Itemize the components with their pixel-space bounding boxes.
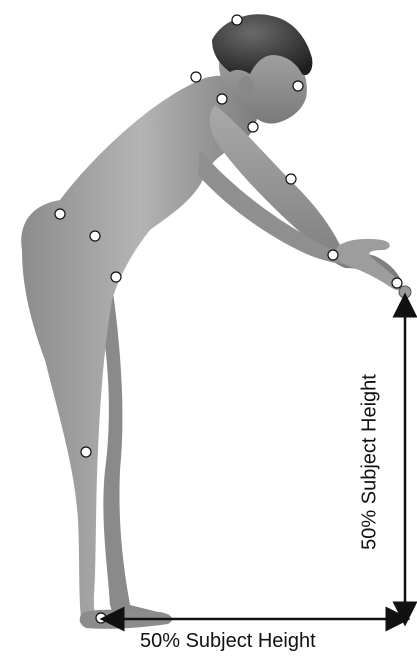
circle-marker-icon [232,15,242,25]
circle-marker-icon [81,447,91,457]
human-figure [21,14,402,629]
circle-marker-icon [392,278,402,288]
circle-marker-icon [96,613,106,623]
circle-marker-icon [217,94,227,104]
target-sphere-icon [399,286,411,298]
circle-marker-icon [293,81,303,91]
ear [239,76,253,96]
torso-and-near-leg [21,76,258,625]
horizontal-measure-label: 50% Subject Height [140,630,410,653]
circle-marker-icon [248,122,258,132]
circle-marker-icon [55,209,65,219]
circle-marker-icon [90,231,100,241]
vertical-measure-label: 50% Subject Height [359,374,382,550]
circle-marker-icon [286,174,296,184]
circle-marker-icon [191,72,201,82]
circle-marker-icon [111,272,121,282]
circle-marker-icon [328,250,338,260]
